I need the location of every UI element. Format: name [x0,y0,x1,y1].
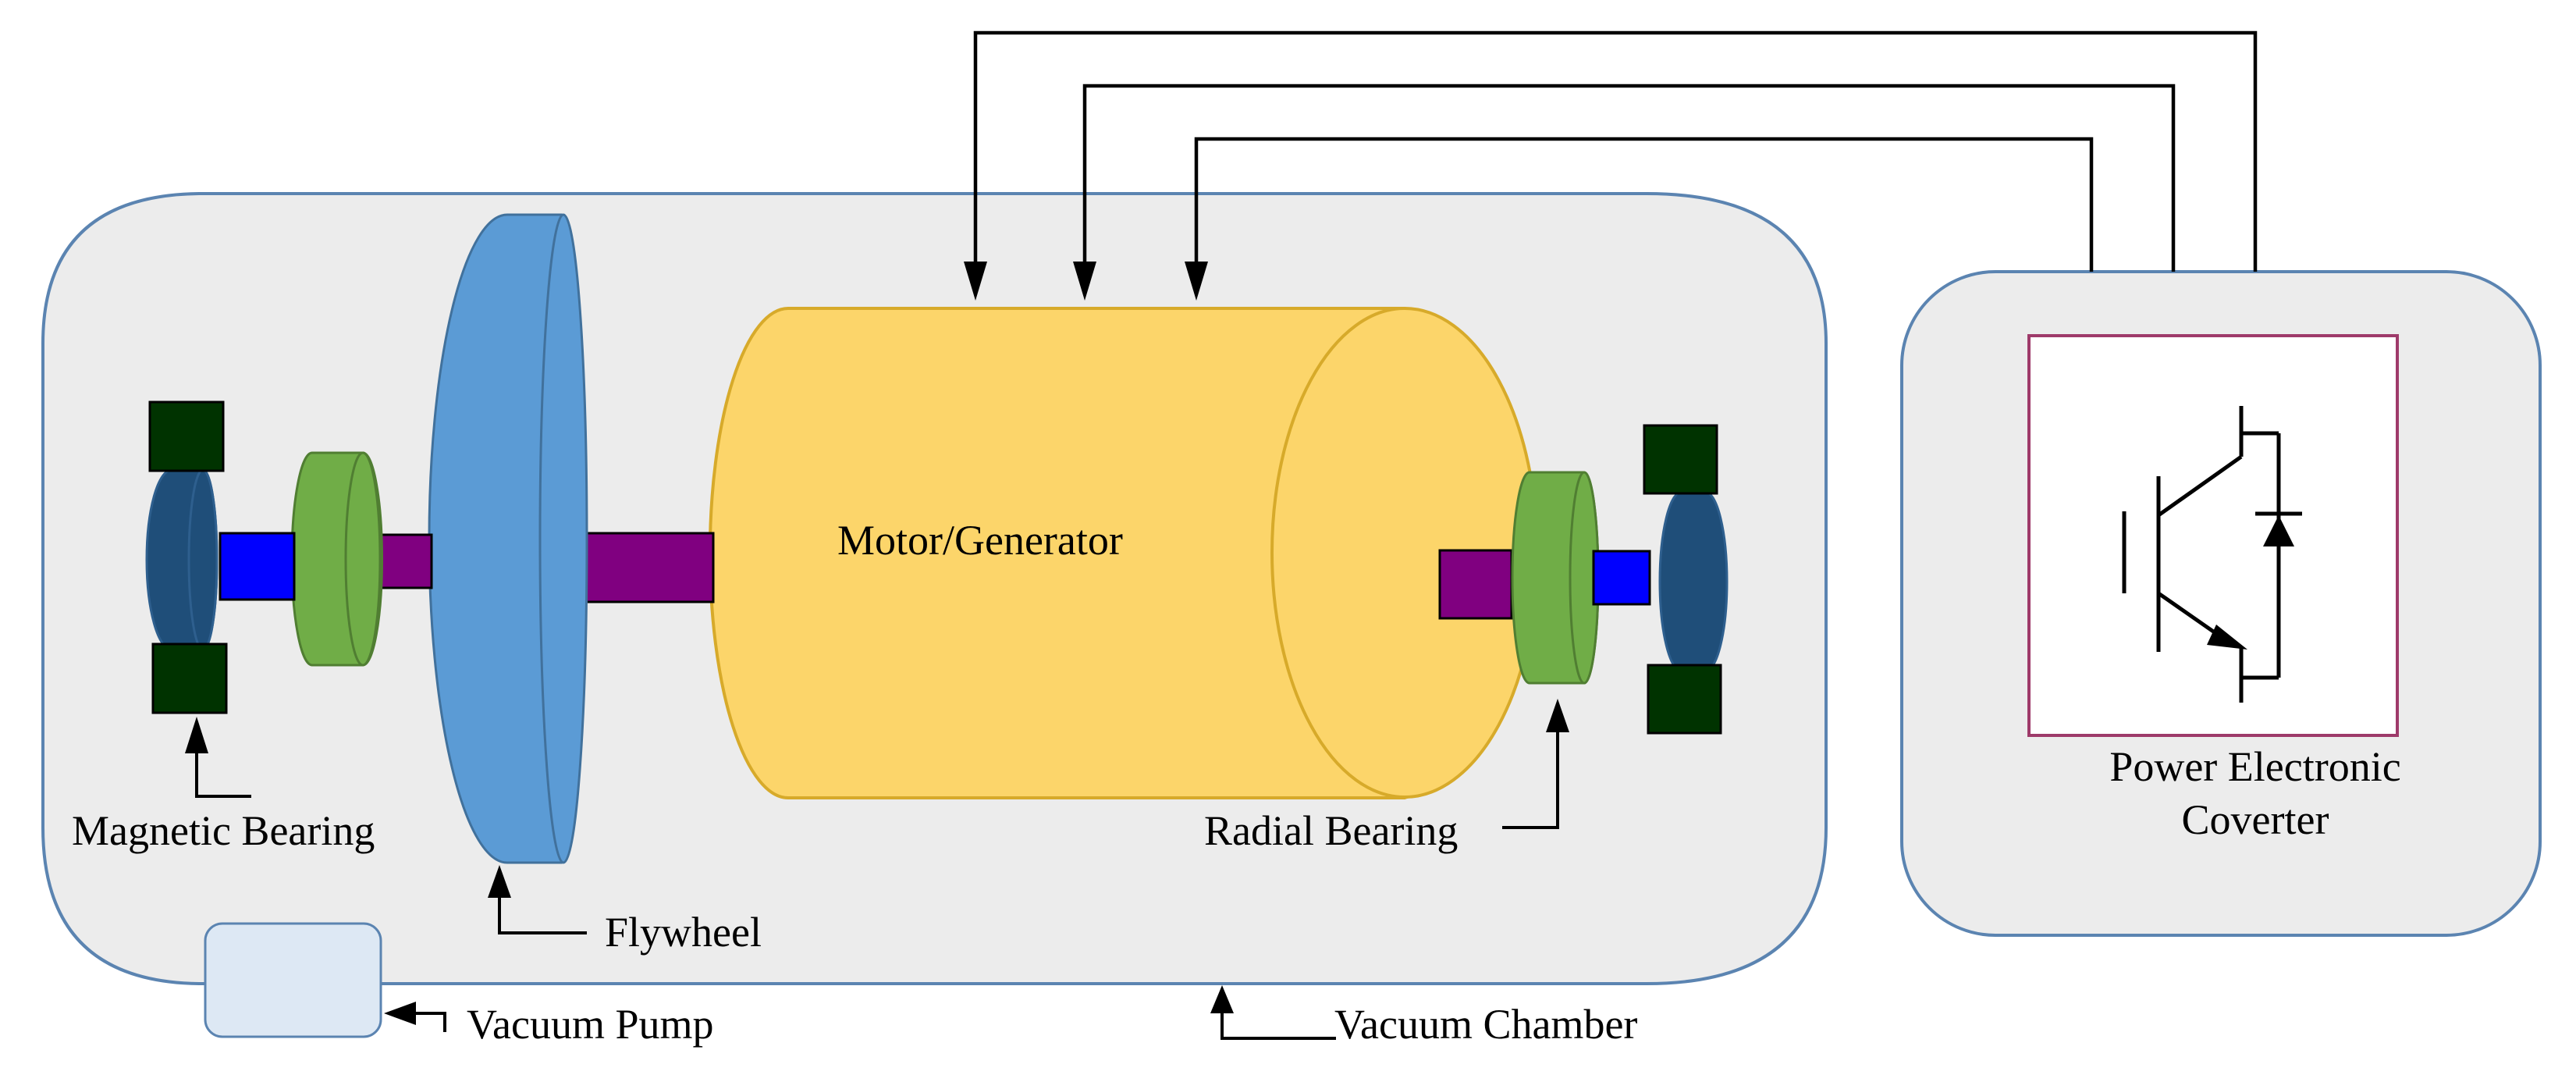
wire-arrow-1 [964,262,987,301]
magnet-top-left [148,400,225,472]
vacuum-pump-label: Vacuum Pump [467,1001,714,1048]
magnetic-bearing-right [1658,490,1729,673]
vacuum-chamber-arrow [1210,985,1234,1013]
magnetic-bearing-leader [195,749,251,798]
vacuum-pump-arrow [384,1002,416,1025]
radial-bearing-left [290,451,384,667]
flywheel-leader [498,890,587,934]
magnetic-bearing-label: Magnetic Bearing [72,807,375,854]
flywheel [428,213,588,864]
converter-frame [2027,334,2399,737]
power-wire-inner [1194,137,2094,277]
shaft-stub-right [1438,549,1513,620]
power-wire-outer [973,30,2258,277]
vacuum-pump [204,922,382,1038]
magnet-top-right [1643,424,1718,495]
motor-generator [708,307,1539,799]
power-wire-middle [1082,84,2176,277]
flywheel-label: Flywheel [605,909,762,956]
radial-bearing-arrow [1546,699,1569,732]
wire-arrow-2 [1073,262,1096,301]
igbt-emitter-arrow [2207,625,2247,650]
igbt-with-diode-icon [2122,406,2302,703]
vacuum-chamber-label: Vacuum Chamber [1334,1001,1637,1048]
motor-generator-label: Motor/Generator [837,517,1123,564]
vacuum-pump-leader [410,1012,446,1032]
wire-arrow-3 [1185,262,1208,301]
radial-bearing-leader [1502,726,1559,829]
converter-label-line2: Coverter [2182,796,2329,843]
radial-bearing-label: Radial Bearing [1204,807,1458,854]
converter-label-line1: Power Electronic [2109,743,2400,790]
magnet-bottom-left [151,643,228,714]
radial-bearing-right [1511,471,1600,685]
magnet-bottom-right [1647,664,1722,735]
magnetic-bearing-left [145,468,219,651]
diode-triangle [2263,515,2294,546]
magnetic-bearing-arrow [185,717,208,753]
coupling-block-left [219,532,296,601]
coupling-block-right [1592,550,1651,606]
flywheel-arrow [488,865,511,898]
vacuum-chamber-leader [1220,1007,1336,1040]
shaft-left [567,532,715,603]
